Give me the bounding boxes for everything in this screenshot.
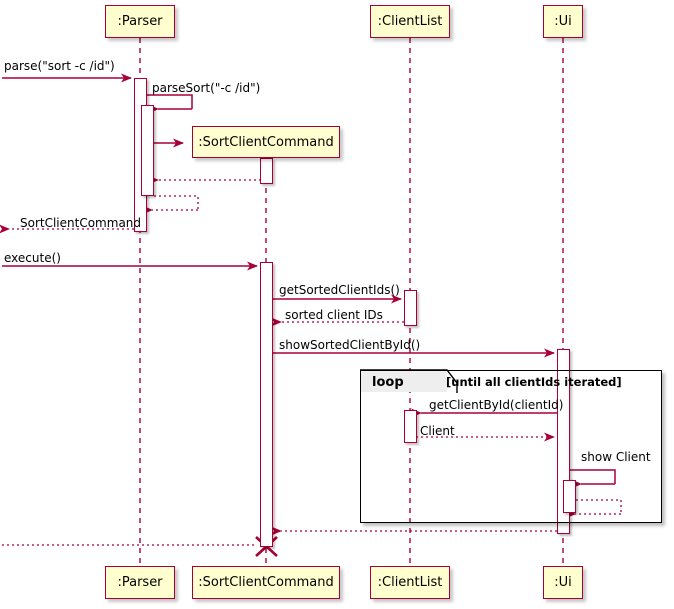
participant-parser-top-label: :Parser	[117, 14, 163, 29]
message-label-getclientbyid: getClientById(clientId)	[429, 398, 564, 412]
participant-clientlist-top-label: :ClientList	[377, 14, 443, 29]
loop-fragment	[360, 370, 662, 523]
loop-guard-label: [until all clientIds iterated]	[446, 375, 622, 389]
message-label-parse: parse("sort -c /id")	[4, 59, 115, 73]
participant-ui-bottom[interactable]: :Ui	[543, 566, 583, 599]
participant-ui-top[interactable]: :Ui	[543, 5, 583, 38]
msg-show-client	[570, 469, 616, 489]
participant-parser-top[interactable]: :Parser	[105, 5, 175, 38]
msg-parsesort	[147, 94, 193, 114]
participant-clientlist-bottom[interactable]: :ClientList	[370, 566, 450, 599]
message-label-execute: execute()	[4, 251, 61, 265]
msg-selfreturn-parser	[142, 195, 199, 215]
activation-clientlist-getclientbyid	[404, 410, 417, 443]
participant-sortclientcommand-created-label: :SortClientCommand	[198, 134, 334, 150]
participant-ui-top-label: :Ui	[554, 14, 572, 29]
participant-parser-bottom[interactable]: :Parser	[105, 566, 175, 599]
loop-operator-label: loop	[372, 375, 404, 390]
participant-clientlist-top[interactable]: :ClientList	[370, 5, 450, 38]
participant-sortclientcommand-bottom-label: :SortClientCommand	[198, 575, 334, 590]
activation-clientlist-getsortedclientids	[404, 290, 417, 326]
loop-fragment-tab	[361, 371, 447, 392]
activation-sortclientcommand-ctor	[260, 158, 273, 184]
msg-show-client-return	[565, 499, 622, 519]
activation-sortclientcommand-execute	[260, 262, 273, 547]
participant-ui-bottom-label: :Ui	[554, 575, 572, 590]
message-label-showsortedclientbyid: showSortedClientById()	[279, 338, 421, 352]
participant-clientlist-bottom-label: :ClientList	[377, 575, 443, 590]
participant-parser-bottom-label: :Parser	[117, 575, 163, 590]
message-label-client: Client	[420, 424, 455, 438]
participant-sortclientcommand-created[interactable]: :SortClientCommand	[192, 126, 340, 158]
message-label-getsortedclientids: getSortedClientIds()	[279, 283, 400, 297]
participant-sortclientcommand-bottom[interactable]: :SortClientCommand	[192, 566, 340, 599]
message-label-parsesort: parseSort("-c /id")	[152, 81, 261, 95]
message-label-sortclientcommand-return: SortClientCommand	[20, 216, 142, 230]
message-label-show-client: show Client	[581, 450, 651, 464]
activation-parser-inner	[141, 105, 154, 196]
activation-ui-inner	[563, 480, 576, 513]
message-label-sortedclientids: sorted client IDs	[285, 308, 383, 322]
